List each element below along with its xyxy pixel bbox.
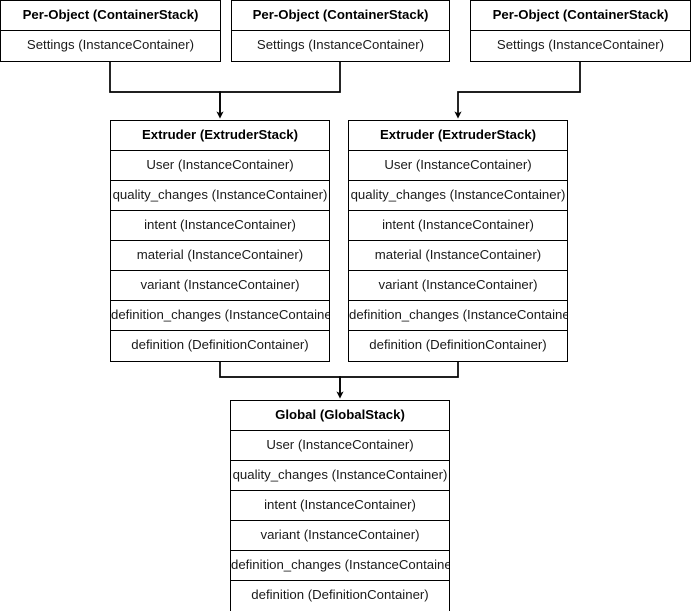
node-row-variant: variant (InstanceContainer): [111, 271, 329, 301]
node-per-object-0[interactable]: Per-Object (ContainerStack) Settings (In…: [0, 0, 221, 62]
node-row-user: User (InstanceContainer): [231, 431, 449, 461]
node-row-settings: Settings (InstanceContainer): [26, 37, 195, 52]
node-header: Per-Object (ContainerStack): [232, 1, 449, 31]
node-row-settings: Settings (InstanceContainer): [256, 37, 425, 52]
node-header: Per-Object (ContainerStack): [471, 1, 690, 31]
node-per-object-1[interactable]: Per-Object (ContainerStack) Settings (In…: [231, 0, 450, 62]
node-row-material: material (InstanceContainer): [111, 241, 329, 271]
node-row-definition: definition (DefinitionContainer): [251, 587, 429, 602]
node-row-material: material (InstanceContainer): [349, 241, 567, 271]
node-header: Extruder (ExtruderStack): [349, 121, 567, 151]
node-row-quality-changes: quality_changes (InstanceContainer): [231, 461, 449, 491]
node-row-intent: intent (InstanceContainer): [231, 491, 449, 521]
edge-per-object-1-to-extruder-0: [219, 60, 341, 115]
node-row-user: User (InstanceContainer): [349, 151, 567, 181]
node-row-variant: variant (InstanceContainer): [349, 271, 567, 301]
edge-per-object-2-to-extruder-1: [454, 60, 581, 119]
node-row-definition: definition (DefinitionContainer): [369, 337, 547, 352]
node-row-definition-changes: definition_changes (InstanceContainer): [111, 301, 329, 331]
node-row-variant: variant (InstanceContainer): [231, 521, 449, 551]
node-extruder-1[interactable]: Extruder (ExtruderStack) User (InstanceC…: [348, 120, 568, 362]
node-extruder-0[interactable]: Extruder (ExtruderStack) User (InstanceC…: [110, 120, 330, 362]
node-row-quality-changes: quality_changes (InstanceContainer): [111, 181, 329, 211]
edge-extruder-1-to-global-0: [339, 360, 459, 395]
node-row-definition-changes: definition_changes (InstanceContainer): [231, 551, 449, 581]
node-header: Global (GlobalStack): [231, 401, 449, 431]
node-per-object-2[interactable]: Per-Object (ContainerStack) Settings (In…: [470, 0, 691, 62]
edge-per-object-0-to-extruder-0: [109, 60, 224, 119]
node-row-quality-changes: quality_changes (InstanceContainer): [349, 181, 567, 211]
node-header: Per-Object (ContainerStack): [1, 1, 220, 31]
node-header: Extruder (ExtruderStack): [111, 121, 329, 151]
node-global-0[interactable]: Global (GlobalStack) User (InstanceConta…: [230, 400, 450, 611]
node-row-settings: Settings (InstanceContainer): [496, 37, 665, 52]
node-row-user: User (InstanceContainer): [111, 151, 329, 181]
node-row-intent: intent (InstanceContainer): [111, 211, 329, 241]
node-row-intent: intent (InstanceContainer): [349, 211, 567, 241]
node-row-definition: definition (DefinitionContainer): [131, 337, 309, 352]
node-row-definition-changes: definition_changes (InstanceContainer): [349, 301, 567, 331]
edge-extruder-0-to-global-0: [219, 360, 344, 399]
